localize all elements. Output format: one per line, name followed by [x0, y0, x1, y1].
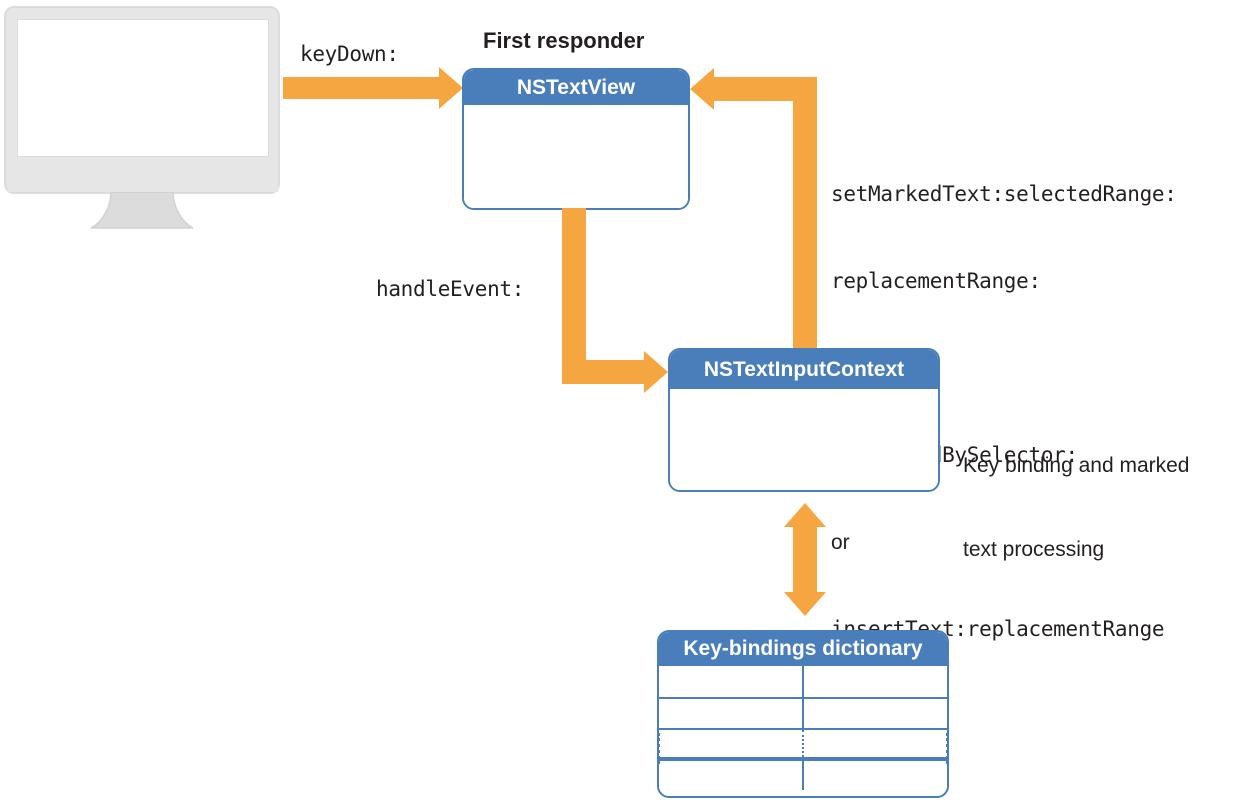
input-context-note: Key binding and marked text processing	[963, 396, 1233, 620]
handleevent-arrow-horizontal	[562, 360, 644, 384]
callback-label-group: setMarkedText:selectedRange: replacement…	[831, 122, 1177, 702]
box-nstextview-body	[464, 105, 688, 208]
handleevent-arrow-head	[644, 351, 668, 393]
table-cell	[659, 761, 802, 790]
display-chin	[8, 160, 278, 192]
box-nstextinputcontext-body	[670, 389, 938, 490]
input-context-note-line-1: Key binding and marked	[963, 454, 1190, 477]
table-row[interactable]	[659, 697, 947, 728]
box-nstextview-header: NSTextView	[464, 70, 688, 105]
key-bindings-dictionary[interactable]: Key-bindings dictionary	[657, 630, 949, 798]
arrow-label-keydown: keyDown:	[300, 42, 399, 66]
table-cell	[802, 730, 947, 757]
display-screen	[17, 19, 269, 157]
table-row[interactable]	[659, 759, 947, 790]
first-responder-caption: First responder	[483, 28, 645, 53]
display-stand	[90, 192, 194, 229]
table-cell	[659, 730, 802, 757]
table-cell	[659, 699, 802, 728]
ellipsis-edge-right	[946, 733, 949, 764]
callback-arrow-horizontal	[714, 77, 817, 101]
box-nstextview[interactable]: NSTextView	[462, 68, 690, 210]
dictionary-arrow-head-down	[784, 592, 826, 616]
table-cell	[802, 666, 947, 697]
handleevent-arrow-vertical	[562, 208, 586, 366]
dictionary-arrow-shaft	[793, 525, 817, 593]
box-nstextinputcontext[interactable]: NSTextInputContext	[668, 348, 940, 492]
table-row[interactable]	[659, 666, 947, 697]
keydown-arrow-head	[439, 67, 463, 109]
dictionary-arrow-head-up	[784, 503, 826, 527]
callback-arrow-vertical	[793, 88, 817, 348]
callback-arrow-head	[690, 68, 714, 110]
callback-label-line-1: setMarkedText:selectedRange:	[831, 182, 1177, 206]
keydown-arrow-shaft	[283, 77, 439, 99]
imac-display	[4, 6, 280, 194]
table-row-ellipsis	[659, 728, 947, 759]
table-cell	[802, 761, 947, 790]
table-cell	[659, 666, 802, 697]
ellipsis-edge-left	[657, 733, 660, 764]
key-bindings-dictionary-header: Key-bindings dictionary	[659, 632, 947, 666]
input-context-note-line-2: text processing	[963, 538, 1105, 561]
table-cell	[802, 699, 947, 728]
arrow-label-handleevent: handleEvent:	[376, 277, 525, 301]
box-nstextinputcontext-header: NSTextInputContext	[670, 350, 938, 389]
callback-label-line-5: or	[831, 531, 850, 554]
callback-label-line-2: replacementRange:	[831, 269, 1041, 293]
